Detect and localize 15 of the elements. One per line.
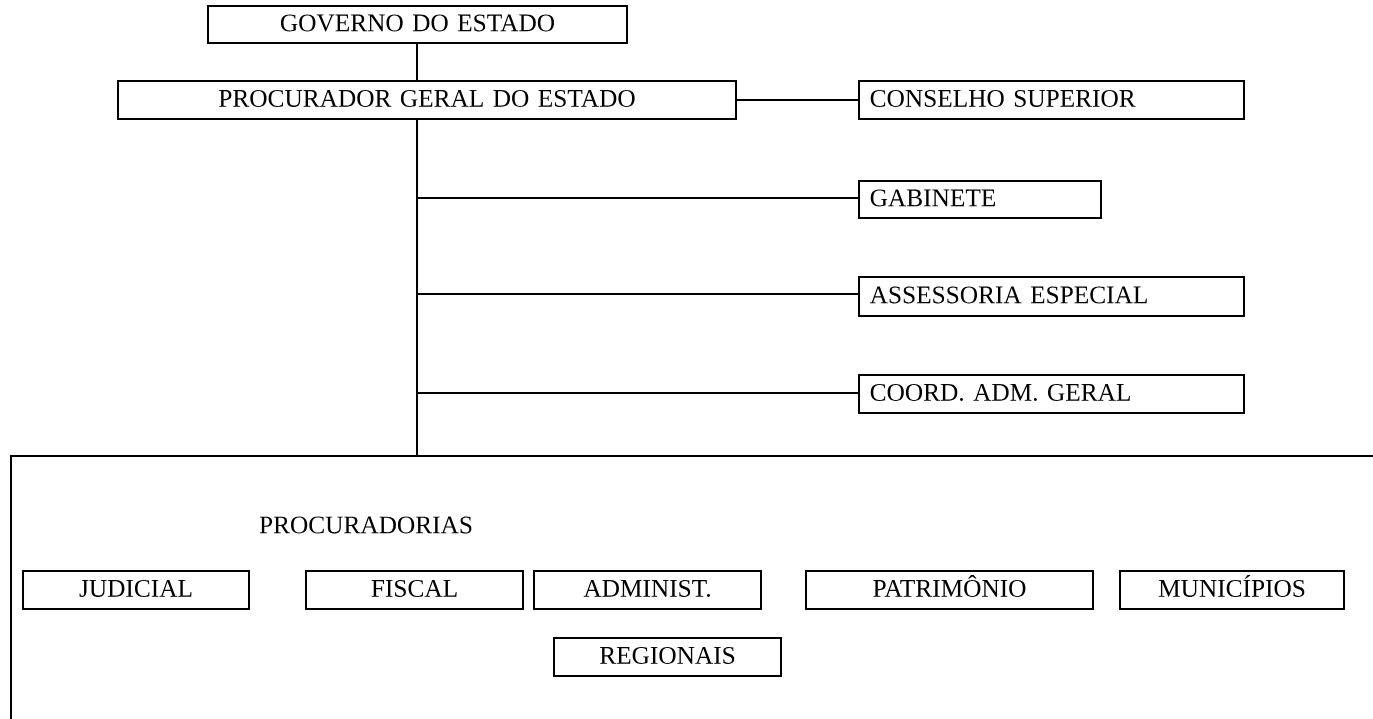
org-box: JUDICIAL <box>22 570 250 610</box>
org-box: MUNICÍPIOS <box>1119 570 1345 610</box>
org-box: ASSESSORIA ESPECIAL <box>858 276 1245 317</box>
org-box: FISCAL <box>305 570 524 610</box>
org-box: ADMINIST. <box>533 570 762 610</box>
org-box: GABINETE <box>858 180 1102 219</box>
org-box: REGIONAIS <box>553 637 782 677</box>
org-box: GOVERNO DO ESTADO <box>207 5 628 44</box>
org-box: PATRIMÔNIO <box>805 570 1094 610</box>
connector-line <box>416 43 418 81</box>
connector-line <box>736 99 859 101</box>
org-box: COORD. ADM. GERAL <box>858 374 1245 414</box>
connector-line <box>416 119 418 456</box>
org-box: PROCURADOR GERAL DO ESTADO <box>117 80 737 120</box>
org-box: CONSELHO SUPERIOR <box>858 80 1245 120</box>
